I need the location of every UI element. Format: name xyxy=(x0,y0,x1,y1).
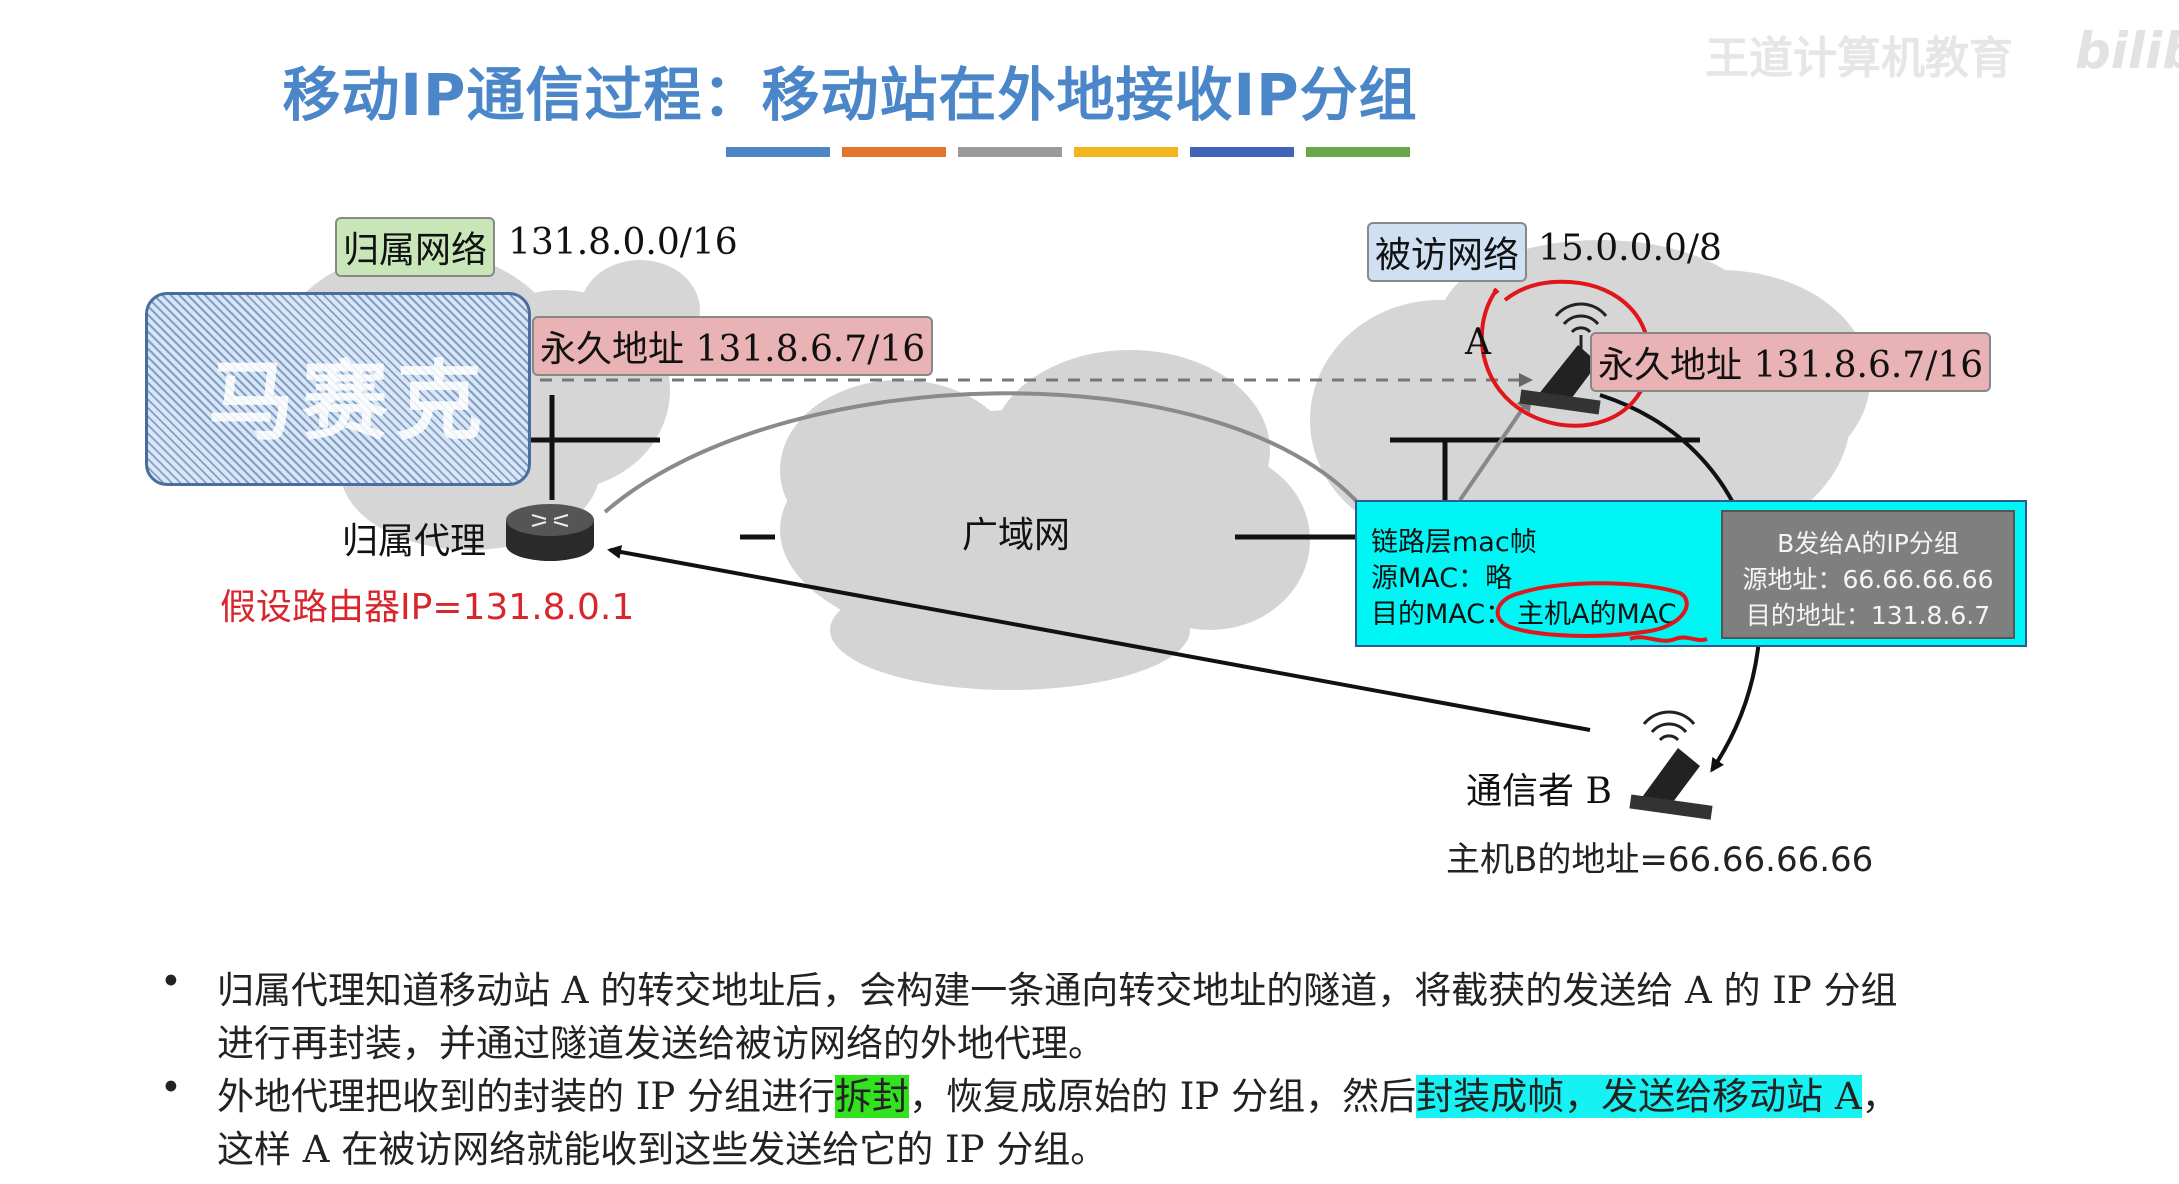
bullet-2-text-a: 外地代理把收到的封装的 IP 分组进行 xyxy=(217,1075,836,1118)
bullet-symbol-1: • xyxy=(160,960,182,1003)
mobile-station-a-label: A xyxy=(1465,322,1491,363)
ip-packet-dst: 目的地址：131.8.6.7 xyxy=(1745,601,1991,630)
bullet-2-line-2: 这样 A 在被访网络就能收到这些发送给它的 IP 分组。 xyxy=(217,1128,1108,1171)
tunnel-arc xyxy=(603,391,1362,514)
foreign-agent-to-a-arrow xyxy=(1458,394,1533,502)
bullet-1-line-2: 进行再封装，并通过隧道发送给被访网络的外地代理。 xyxy=(217,1022,1105,1065)
permanent-address-home: 永久地址 131.8.6.7/16 xyxy=(532,316,934,376)
visited-network-prefix: 15.0.0.0/8 xyxy=(1538,228,1722,269)
correspondent-b-laptop xyxy=(1629,710,1713,820)
mac-frame-src: 源MAC：略 xyxy=(1371,563,1513,594)
bullet-2-highlight-frame: 封装成帧，发送给移动站 A xyxy=(1416,1075,1862,1118)
watermark-text: 王道计算机教育 xyxy=(1705,33,2013,84)
bullet-2-highlight-unseal: 拆封 xyxy=(835,1075,910,1118)
bullet-2-text-b: ，恢复成原始的 IP 分组，然后 xyxy=(909,1075,1417,1118)
color-bar-seg-6 xyxy=(1306,147,1410,157)
visited-network-tag: 被访网络 xyxy=(1367,222,1528,282)
mac-frame-title: 链路层mac帧 xyxy=(1371,527,1537,558)
ip-packet-src: 源地址：66.66.66.66 xyxy=(1742,565,1994,594)
color-bar-seg-2 xyxy=(842,147,946,157)
color-bar-seg-4 xyxy=(1074,147,1178,157)
mac-frame-box: 链路层mac帧 源MAC：略 目的MAC： 主机A的MAC B发给A的IP分组 … xyxy=(1355,500,2027,647)
bullet-1-line-1: 归属代理知道移动站 A 的转交地址后，会构建一条通向转交地址的隧道，将截获的发送… xyxy=(217,969,1898,1012)
red-annotation-mac xyxy=(1495,581,1708,643)
correspondent-b-label: 通信者 B xyxy=(1466,771,1612,812)
color-bar-seg-5 xyxy=(1190,147,1294,157)
wan-cloud xyxy=(780,350,1310,690)
permanent-address-visited: 永久地址 131.8.6.7/16 xyxy=(1590,332,1992,392)
bullet-2-text-c: ， xyxy=(1861,1075,1899,1118)
ip-packet-box: B发给A的IP分组 源地址：66.66.66.66 目的地址：131.8.6.7 xyxy=(1721,510,2015,639)
title-color-bar xyxy=(726,147,1426,157)
page-title: 移动IP通信过程：移动站在外地接收IP分组 xyxy=(282,61,1418,129)
host-b-address: 主机B的地址=66.66.66.66 xyxy=(1446,840,1874,880)
bullet-2-line-1: 外地代理把收到的封装的 IP 分组进行拆封，恢复成原始的 IP 分组，然后封装成… xyxy=(217,1066,1899,1120)
wan-label: 广域网 xyxy=(962,515,1071,556)
home-network-tag: 归属网络 xyxy=(335,217,496,277)
home-agent-router xyxy=(506,504,594,561)
home-agent-label: 归属代理 xyxy=(342,521,487,562)
bullet-symbol-2: • xyxy=(160,1066,182,1109)
obscured-box: 马赛克 xyxy=(145,292,531,486)
router-ip-note: 假设路由器IP=131.8.0.1 xyxy=(220,587,635,628)
obscured-box-text: 马赛克 xyxy=(208,352,490,452)
mobile-station-a-laptop xyxy=(1519,302,1608,415)
ip-packet-title: B发给A的IP分组 xyxy=(1777,529,1959,558)
b-to-home-agent-arrow xyxy=(607,545,1591,732)
mac-frame-dst-value: 主机A的MAC xyxy=(1517,599,1677,630)
red-circle-tick xyxy=(1492,287,1500,295)
home-network-prefix: 131.8.0.0/16 xyxy=(508,222,738,263)
color-bar-seg-3 xyxy=(958,147,1062,157)
color-bar-seg-1 xyxy=(726,147,830,157)
mac-frame-dst-prefix: 目的MAC： xyxy=(1371,599,1513,630)
bilibili-logo: bilibili xyxy=(2075,22,2179,80)
